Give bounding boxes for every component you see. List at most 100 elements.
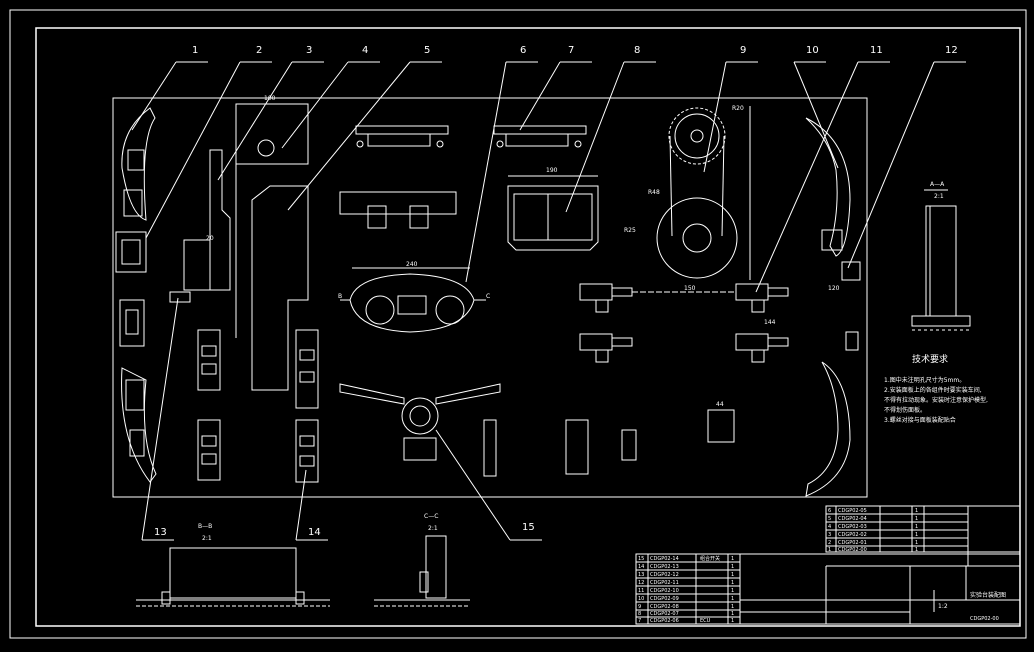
balloon-12: 12 xyxy=(945,45,958,56)
bom-r-cell: 1 xyxy=(915,540,918,546)
balloon-8: 8 xyxy=(634,45,640,56)
left-lamp-assemblies xyxy=(115,107,157,483)
mounting-plates xyxy=(235,103,457,391)
balloon-labels: 1 2 3 4 5 6 7 8 9 10 11 12 13 14 15 xyxy=(154,45,958,538)
bracket-column xyxy=(169,149,319,483)
section-view-b xyxy=(136,547,330,607)
balloon-7: 7 xyxy=(568,45,574,56)
bom-r-cell: 1 xyxy=(828,547,831,553)
bom-l-cell: 14 xyxy=(638,564,644,570)
bom-r-cell: CDGP02-02 xyxy=(838,532,867,538)
bom-l-cell: CDGP02-07 xyxy=(650,611,679,617)
dim-r20: R20 xyxy=(732,105,744,112)
bom-l-cell: CDGP02-10 xyxy=(650,588,679,594)
tech-req-line-4: 不得划伤面板。 xyxy=(884,406,926,414)
tech-req-line-2: 2.安装面板上的各组件时要实装车间, xyxy=(884,386,982,394)
bom-l-cell: 组合开关 xyxy=(700,555,720,562)
bom-l-cell: 1 xyxy=(731,580,734,586)
bom-l-cell: CDGP02-11 xyxy=(650,580,679,586)
balloon-10: 10 xyxy=(806,45,819,56)
section-labels: A—A 2:1 B—B 2:1 C—C 2:1 xyxy=(198,181,945,542)
bom-lower-table xyxy=(635,553,1021,625)
instrument-cluster xyxy=(340,267,486,333)
tech-req-line-5: 3.螺丝对接与面板装配贴合 xyxy=(884,416,956,424)
dim-44: 44 xyxy=(716,401,724,408)
bom-l-cell: CDGP02-06 xyxy=(650,618,679,624)
dim-240: 240 xyxy=(406,261,418,268)
bom-l-cell: 11 xyxy=(638,588,644,594)
bom-l-cell: 1 xyxy=(731,604,734,610)
balloon-3: 3 xyxy=(306,45,312,56)
panel-outline xyxy=(112,97,868,498)
bom-r-cell: 6 xyxy=(828,508,831,514)
bom-l-cell: 1 xyxy=(731,564,734,570)
tech-req-title: 技术要求 xyxy=(912,353,948,365)
balloon-14: 14 xyxy=(308,527,321,538)
chain-drive xyxy=(656,106,751,280)
section-c-title: C—C xyxy=(424,513,438,520)
tech-req-line-3: 不得有拉动现象。安装时注意保护模型, xyxy=(884,396,988,404)
dimension-labels: R20 R48 R25 150 240 190 100 144 44 20 12… xyxy=(206,95,840,408)
bom-r-cell: 1 xyxy=(915,547,918,553)
section-view-a xyxy=(911,189,971,331)
bom-l-cell: 10 xyxy=(638,596,644,602)
bom-r-cell: 1 xyxy=(915,532,918,538)
bom-r-cell: CDGP02-00 xyxy=(838,547,867,553)
dim-120: 120 xyxy=(828,285,840,292)
bom-l-cell: 12 xyxy=(638,580,644,586)
bom-l-cell: 1 xyxy=(731,572,734,578)
technical-requirements: 技术要求 1.图中未注明孔尺寸为5mm。 2.安装面板上的各组件时要实装车间, … xyxy=(884,353,988,424)
balloon-11: 11 xyxy=(870,45,883,56)
bom-l-cell: 8 xyxy=(638,611,641,617)
bom-l-cell: 1 xyxy=(731,596,734,602)
dim-r48: R48 xyxy=(648,189,660,196)
bom-l-cell: CDGP02-12 xyxy=(650,572,679,578)
balloon-13: 13 xyxy=(154,527,167,538)
bom-r-cell: CDGP02-03 xyxy=(838,524,867,530)
right-lamp-assemblies xyxy=(805,117,861,497)
bom-r-cell: 5 xyxy=(828,516,831,522)
dim-190: 190 xyxy=(546,167,558,174)
dim-100: 100 xyxy=(264,95,276,102)
bom-l-cell: CDGP02-13 xyxy=(650,564,679,570)
dim-r25: R25 xyxy=(624,227,636,234)
bom-l-cell: CDGP02-08 xyxy=(650,604,679,610)
bom-r-cell: 1 xyxy=(915,516,918,522)
bom-l-cell: 1 xyxy=(731,611,734,617)
display-screen xyxy=(507,175,599,251)
section-c-scale: 2:1 xyxy=(428,525,438,532)
section-view-c xyxy=(374,535,470,607)
bom-r-cell: CDGP02-05 xyxy=(838,508,867,514)
balloon-4: 4 xyxy=(362,45,368,56)
section-b-title: B—B xyxy=(198,523,212,530)
tech-req-line-1: 1.图中未注明孔尺寸为5mm。 xyxy=(884,376,965,384)
mark-b: B xyxy=(338,293,342,300)
bom-r-cell: 3 xyxy=(828,532,831,538)
balloon-1: 1 xyxy=(192,45,198,56)
balloon-9: 9 xyxy=(740,45,746,56)
title-block-title: 实验台装配图 xyxy=(970,591,1006,599)
title-block-scale: 1:2 xyxy=(938,603,948,610)
mark-c: C xyxy=(486,293,490,300)
bom-l-cell: CDGP02-14 xyxy=(650,556,679,562)
bom-upper-rows: 6 CDGP02-05 1 5 CDGP02-04 1 4 CDGP02-03 … xyxy=(828,508,918,553)
outer-frame xyxy=(9,9,1027,639)
balloon-2: 2 xyxy=(256,45,262,56)
bom-r-cell: 1 xyxy=(915,508,918,514)
bom-l-cell: 1 xyxy=(731,588,734,594)
dim-20: 20 xyxy=(206,235,214,242)
bom-l-cell: 9 xyxy=(638,604,641,610)
section-b-scale: 2:1 xyxy=(202,535,212,542)
bom-r-cell: 4 xyxy=(828,524,831,530)
balloon-leaders-top xyxy=(131,61,966,541)
bom-l-cell: 15 xyxy=(638,556,644,562)
bom-l-cell: 7 xyxy=(638,618,641,624)
balloon-15: 15 xyxy=(522,522,535,533)
bom-r-cell: CDGP02-01 xyxy=(838,540,867,546)
section-a-scale: 2:1 xyxy=(934,193,944,200)
bom-r-cell: 1 xyxy=(915,524,918,530)
bom-l-cell: ECU xyxy=(700,618,711,624)
bom-l-cell: 1 xyxy=(731,556,734,562)
combination-switch xyxy=(339,383,735,477)
